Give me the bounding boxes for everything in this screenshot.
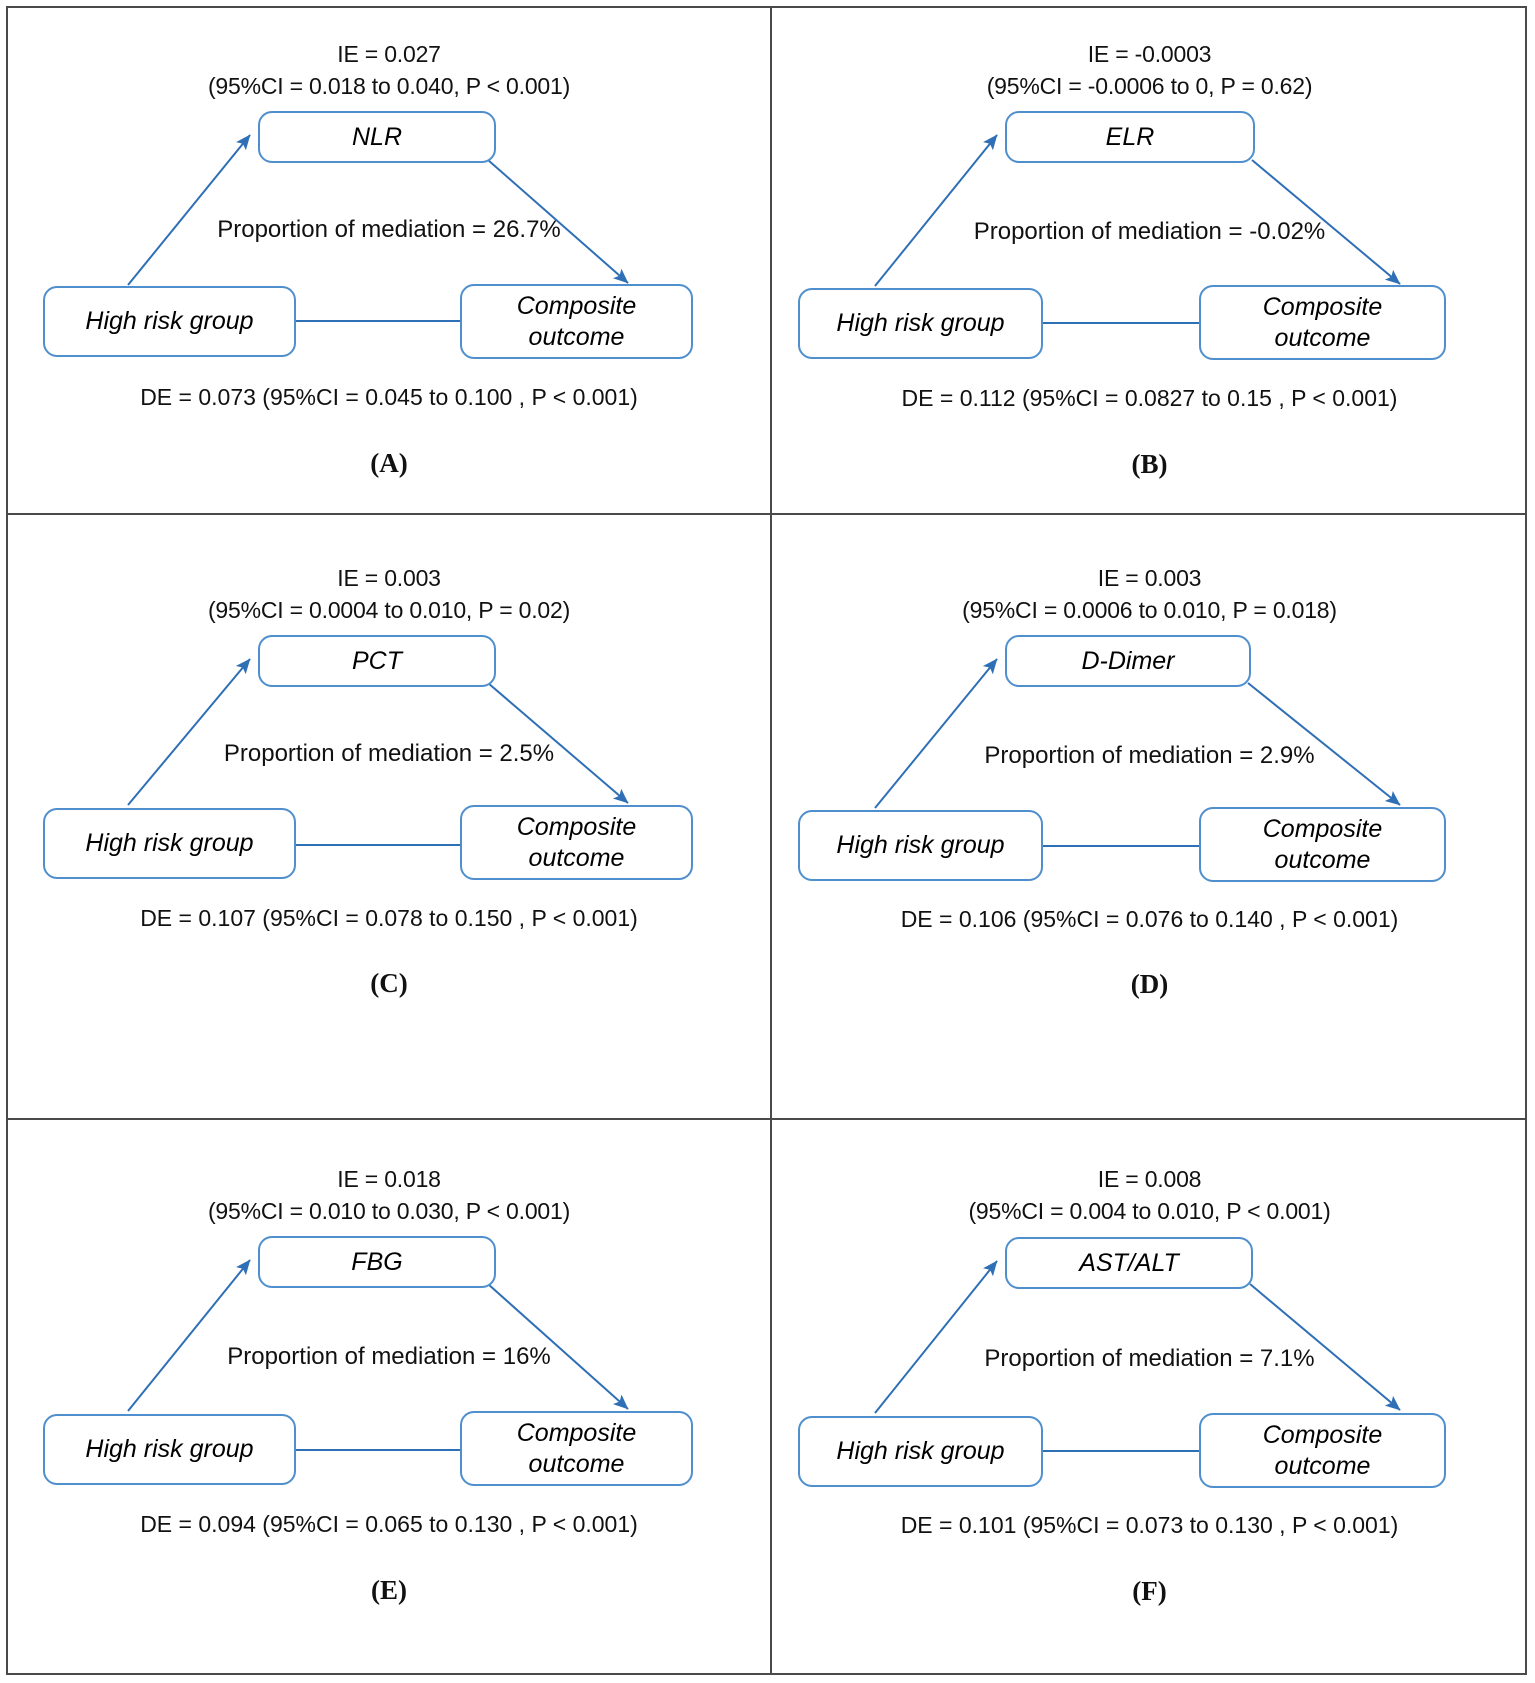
indirect-effect-line2: (95%CI = 0.0006 to 0.010, P = 0.018) <box>962 597 1337 623</box>
direct-effect-text: DE = 0.094 (95%CI = 0.065 to 0.130 , P <… <box>140 1511 638 1537</box>
proportion-of-mediation: Proportion of mediation = 2.9% <box>984 742 1315 769</box>
indirect-effect-line2: (95%CI = 0.0004 to 0.010, P = 0.02) <box>207 597 571 623</box>
mediator-node: FBG <box>258 1236 496 1288</box>
outcome-label-line2: outcome <box>528 322 625 351</box>
indirect-effect-line1: IE = 0.018 <box>337 1166 441 1192</box>
panel-c: IE = 0.003 (95%CI = 0.0004 to 0.010, P =… <box>8 513 770 1118</box>
indirect-effect-line2: (95%CI = 0.010 to 0.030, P < 0.001) <box>207 1198 571 1224</box>
arrow-exposure-to-mediator <box>874 134 998 287</box>
outcome-node: Composite outcome <box>1199 285 1446 360</box>
indirect-effect-line1: IE = 0.027 <box>337 41 441 67</box>
exposure-label: High risk group <box>85 307 254 335</box>
mediator-label: AST/ALT <box>1079 1248 1179 1277</box>
proportion-of-mediation: Proportion of mediation = 7.1% <box>984 1345 1315 1372</box>
mediator-label: NLR <box>351 122 402 151</box>
arrow-exposure-to-mediator <box>127 1259 251 1412</box>
indirect-effect-line2: (95%CI = 0.004 to 0.010, P < 0.001) <box>968 1198 1331 1224</box>
outcome-node: Composite outcome <box>460 1411 693 1486</box>
panel-d: IE = 0.003 (95%CI = 0.0006 to 0.010, P =… <box>770 513 1527 1118</box>
panel-e: IE = 0.018 (95%CI = 0.010 to 0.030, P < … <box>8 1118 770 1673</box>
indirect-effect-line1: IE = -0.0003 <box>1087 41 1212 67</box>
outcome-label-line2: outcome <box>528 843 625 872</box>
outcome-label-line1: Composite <box>516 1418 637 1447</box>
indirect-effect-line2: (95%CI = 0.018 to 0.040, P < 0.001) <box>207 73 571 99</box>
exposure-label: High risk group <box>85 1435 254 1463</box>
exposure-node: High risk group <box>43 808 296 879</box>
direct-effect-text: DE = 0.112 (95%CI = 0.0827 to 0.15 , P <… <box>901 385 1398 411</box>
outcome-label-line2: outcome <box>528 1449 625 1478</box>
arrow-exposure-to-mediator <box>127 658 251 806</box>
outcome-node: Composite outcome <box>460 284 693 359</box>
panel-f: IE = 0.008 (95%CI = 0.004 to 0.010, P < … <box>770 1118 1527 1673</box>
mediator-label: FBG <box>351 1247 403 1276</box>
outcome-node: Composite outcome <box>460 805 693 880</box>
indirect-effect-line1: IE = 0.003 <box>337 565 441 591</box>
outcome-label-line1: Composite <box>516 291 637 320</box>
mediator-label: PCT <box>352 646 402 675</box>
mediator-node: ELR <box>1005 111 1255 163</box>
mediator-label: D-Dimer <box>1081 646 1175 675</box>
exposure-node: High risk group <box>43 286 296 357</box>
outcome-label-line1: Composite <box>1262 1420 1383 1449</box>
outcome-label-line2: outcome <box>1274 845 1371 874</box>
panel-b: IE = -0.0003 (95%CI = -0.0006 to 0, P = … <box>770 8 1527 513</box>
indirect-effect-line2: (95%CI = -0.0006 to 0, P = 0.62) <box>986 73 1313 99</box>
direct-effect-text: DE = 0.107 (95%CI = 0.078 to 0.150 , P <… <box>140 905 638 931</box>
mediator-node: D-Dimer <box>1005 635 1251 687</box>
outcome-label-line1: Composite <box>1262 814 1383 843</box>
direct-effect-text: DE = 0.101 (95%CI = 0.073 to 0.130 , P <… <box>900 1512 1399 1538</box>
exposure-node: High risk group <box>798 1416 1043 1487</box>
panel-a: IE = 0.027 (95%CI = 0.018 to 0.040, P < … <box>8 8 770 513</box>
exposure-label: High risk group <box>836 1437 1005 1465</box>
arrow-exposure-to-mediator <box>127 134 251 286</box>
mediation-figure-frame: IE = 0.027 (95%CI = 0.018 to 0.040, P < … <box>6 6 1527 1675</box>
exposure-node: High risk group <box>798 810 1043 881</box>
outcome-node: Composite outcome <box>1199 807 1446 882</box>
exposure-label: High risk group <box>85 829 254 857</box>
exposure-label: High risk group <box>836 831 1005 859</box>
exposure-node: High risk group <box>798 288 1043 359</box>
outcome-label-line2: outcome <box>1274 323 1371 352</box>
panel-label-c: (C) <box>370 968 408 998</box>
exposure-node: High risk group <box>43 1414 296 1485</box>
panel-label-d: (D) <box>1130 969 1169 999</box>
outcome-label-line2: outcome <box>1274 1451 1371 1480</box>
proportion-of-mediation: Proportion of mediation = 26.7% <box>217 216 561 243</box>
arrow-exposure-to-mediator <box>874 658 998 809</box>
mediator-node: AST/ALT <box>1005 1237 1253 1289</box>
indirect-effect-line1: IE = 0.003 <box>1097 565 1202 591</box>
panel-label-f: (F) <box>1132 1576 1167 1606</box>
arrow-exposure-to-mediator <box>874 1260 998 1414</box>
proportion-of-mediation: Proportion of mediation = 16% <box>227 1343 551 1370</box>
outcome-node: Composite outcome <box>1199 1413 1446 1488</box>
indirect-effect-line1: IE = 0.008 <box>1097 1166 1202 1192</box>
exposure-label: High risk group <box>836 309 1005 337</box>
direct-effect-text: DE = 0.106 (95%CI = 0.076 to 0.140 , P <… <box>900 906 1399 932</box>
proportion-of-mediation: Proportion of mediation = 2.5% <box>223 740 555 767</box>
panel-label-e: (E) <box>371 1575 407 1605</box>
proportion-of-mediation: Proportion of mediation = -0.02% <box>973 218 1326 245</box>
mediator-node: NLR <box>258 111 496 163</box>
panel-label-a: (A) <box>370 448 408 478</box>
mediator-label: ELR <box>1105 122 1155 151</box>
direct-effect-text: DE = 0.073 (95%CI = 0.045 to 0.100 , P <… <box>140 384 638 410</box>
outcome-label-line1: Composite <box>1262 292 1383 321</box>
outcome-label-line1: Composite <box>516 812 637 841</box>
mediator-node: PCT <box>258 635 496 687</box>
panel-label-b: (B) <box>1131 449 1168 479</box>
